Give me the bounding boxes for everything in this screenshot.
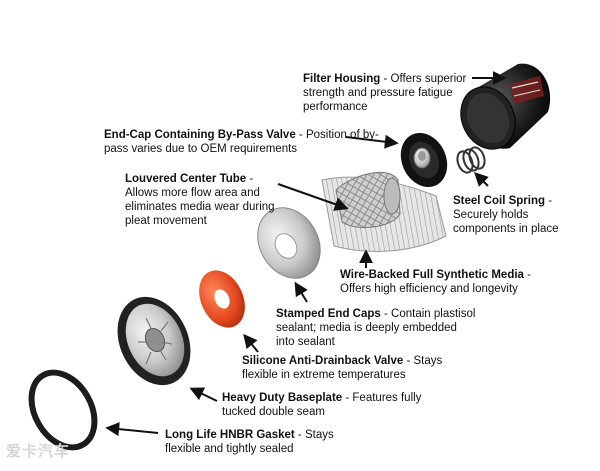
label-title: End-Cap Containing By-Pass Valve [104,129,296,141]
label-center-tube: Louvered Center Tube - Allows more flow … [125,173,275,227]
label-title: Louvered Center Tube [125,173,247,185]
gasket-illustration [28,369,98,451]
label-title: Long Life HNBR Gasket [165,429,295,441]
stamped-end-cap-illustration [257,207,321,279]
filter-housing-illustration [460,63,551,150]
watermark-logo: 爱卡汽车 [6,442,71,460]
label-desc: Offers superior strength and pressure fa… [303,73,467,113]
label-gasket: Long Life HNBR Gasket - Stays flexible a… [165,429,334,455]
baseplate-illustration [117,296,191,386]
label-title: Stamped End Caps [276,308,381,320]
arrow-center-tube [277,183,349,211]
arrow-end-cap [345,134,399,149]
label-desc: Stays flexible and tightly sealed [165,429,334,455]
end-cap-illustration [400,132,448,188]
arrow-baseplate [189,387,218,402]
callout-arrows [105,71,507,437]
center-tube-illustration [335,171,401,228]
label-title: Silicone Anti-Drainback Valve [242,355,404,367]
label-end-cap: End-Cap Containing By-Pass Valve - Posit… [104,129,379,155]
arrow-stamped-caps [294,281,308,303]
label-media: Wire-Backed Full Synthetic Media - Offer… [340,269,531,295]
label-baseplate: Heavy Duty Baseplate - Features fully tu… [222,392,422,418]
steel-coil-spring-illustration [456,146,486,174]
label-desc: Offers high efficiency and longevity [340,283,518,295]
label-desc: Position of by-pass varies due to OEM re… [104,129,379,155]
label-filter-housing: Filter Housing - Offers superior strengt… [303,73,467,113]
label-desc: Stays flexible in extreme temperatures [242,355,443,381]
label-desc: Features fully tucked double seam [222,392,422,418]
arrow-steel-spring [474,172,489,187]
arrow-gasket [105,422,159,437]
label-desc: Contain plastisol sealant; media is deep… [276,308,476,348]
label-title: Heavy Duty Baseplate [222,392,343,404]
label-steel-spring: Steel Coil Spring - Securely holds compo… [453,195,559,235]
label-title: Filter Housing [303,73,381,85]
label-title: Wire-Backed Full Synthetic Media [340,269,524,281]
label-desc: Allows more flow area and eliminates med… [125,187,275,227]
label-drainback: Silicone Anti-Drainback Valve - Stays fl… [242,355,443,381]
arrow-drainback [243,333,259,353]
label-title: Steel Coil Spring [453,195,546,207]
anti-drainback-valve-illustration [199,270,245,328]
label-desc: Securely holds components in place [453,209,559,235]
label-stamped-caps: Stamped End Caps - Contain plastisol sea… [276,308,476,348]
